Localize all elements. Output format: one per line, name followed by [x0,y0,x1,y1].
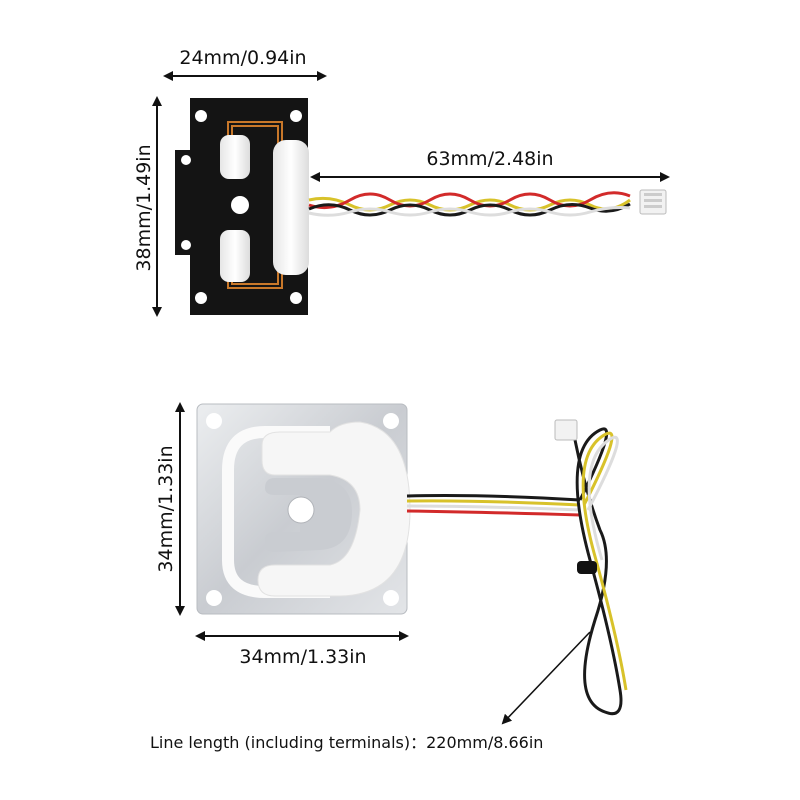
top-height-label: 38mm/1.49in [133,144,155,271]
mount-hole-tl [195,110,207,122]
white-strain-body [257,421,411,597]
mount-hole-l2 [181,240,191,250]
line-length-label: Line length (including terminals)：220mm/… [150,733,543,752]
white-block-right [273,140,309,275]
white-block-bl [220,230,250,282]
mount-hole-tl-bottom [206,413,222,429]
center-hole-bottom [287,496,315,524]
mount-hole-bl-bottom [206,590,222,606]
line-length-pointer [501,631,591,725]
center-hole [231,196,249,214]
bottom-width-label: 34mm/1.33in [239,646,366,668]
top-load-cell [175,98,667,315]
top-width-label: 24mm/0.94in [179,47,306,69]
bottom-height-label: 34mm/1.33in [155,445,177,572]
mount-hole-br [290,292,302,304]
mount-hole-br-bottom [383,590,399,606]
mount-hole-tr-bottom [383,413,399,429]
top-cable-label: 63mm/2.48in [426,148,553,170]
cable-connector-bottom [554,419,578,441]
bottom-load-cell [196,403,628,716]
twisted-cable [308,191,631,217]
white-block-tl [220,135,250,179]
mount-hole-l1 [181,155,191,165]
mount-hole-tr [290,110,302,122]
cable-tie [577,561,597,574]
bottom-cable [406,427,628,716]
outer-slot [222,426,330,598]
mount-hole-bl [195,292,207,304]
copper-trace-top [227,121,283,150]
